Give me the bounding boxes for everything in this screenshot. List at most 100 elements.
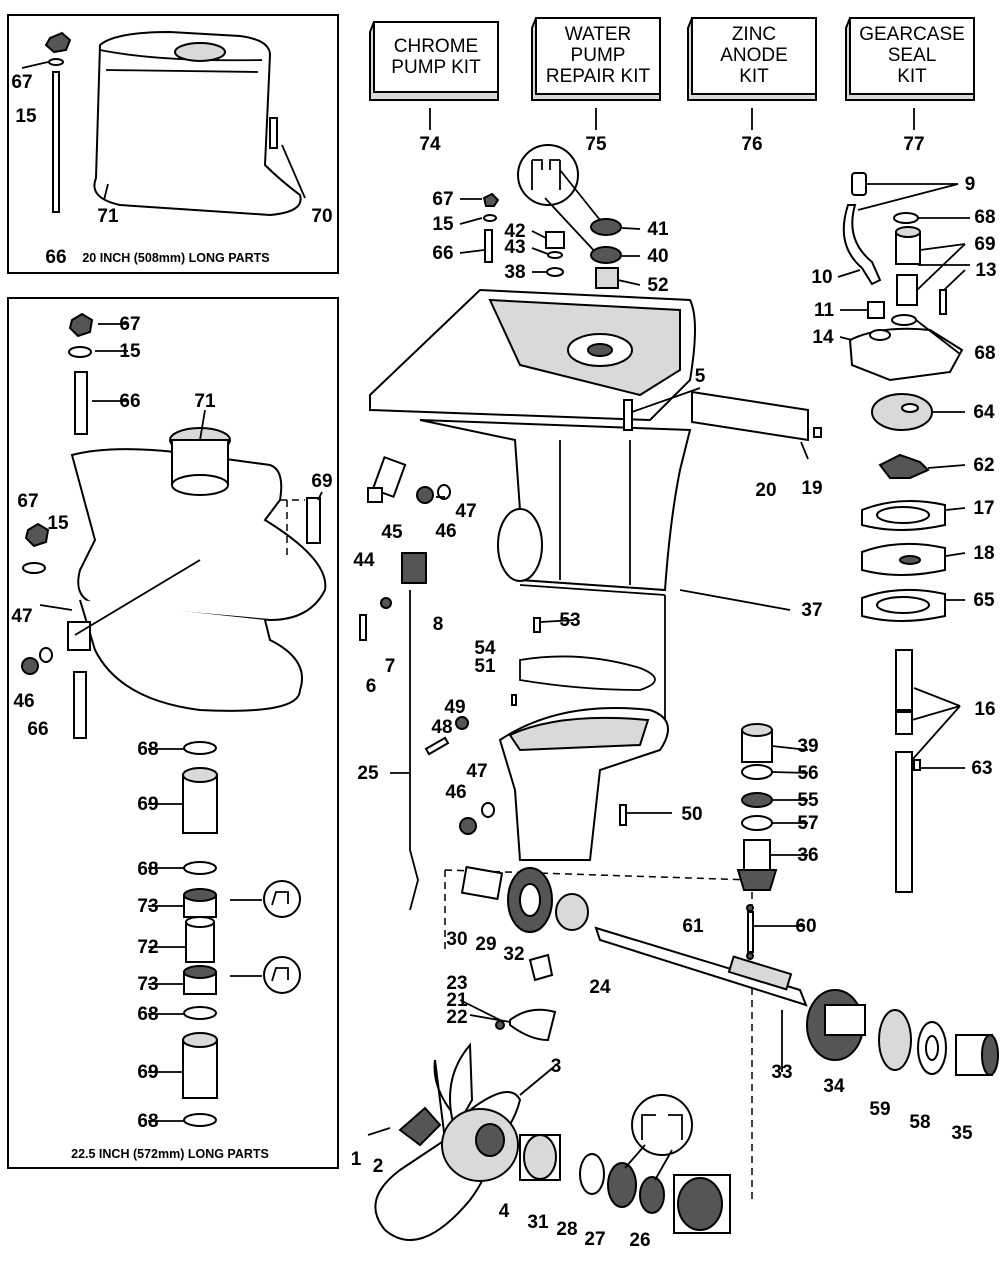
part-42	[545, 231, 565, 249]
callout-bl-15-1: 15	[119, 341, 141, 362]
screw-19	[813, 427, 822, 438]
callout-center-21-41: 21	[446, 990, 468, 1011]
caption-22-5-inch: 22.5 INCH (572mm) LONG PARTS	[71, 1147, 269, 1161]
pinion-36	[743, 839, 771, 871]
callout-bl-71-3: 71	[194, 391, 216, 412]
callout-center-47-15: 47	[455, 501, 476, 522]
driveshaft-16-upper	[895, 649, 913, 711]
leader-line	[519, 1065, 556, 1096]
callout-center-26-55: 26	[629, 1230, 650, 1251]
caption-20-inch: 20 INCH (508mm) LONG PARTS	[82, 251, 269, 265]
callout-center-6-17: 6	[366, 676, 377, 697]
nut-67-bl-side	[24, 522, 50, 548]
impeller-liner-64	[871, 393, 933, 431]
callout-bl-66-9: 66	[27, 719, 48, 740]
callout-center-47-25: 47	[466, 761, 487, 782]
oring-68-b	[183, 861, 217, 875]
kit-number-76: 76	[741, 134, 762, 155]
washer-7	[380, 597, 392, 609]
callout-center-37-20: 37	[801, 600, 822, 621]
leader-line	[837, 269, 861, 278]
housing-flange-tl	[174, 42, 226, 62]
oring-47-c	[437, 484, 451, 500]
callout-right-63-14: 63	[971, 758, 992, 779]
leader-line	[540, 619, 575, 623]
callout-center-50-28: 50	[681, 804, 702, 825]
screw-13	[939, 289, 947, 315]
spring-60	[747, 911, 754, 953]
panel-20-inch	[7, 14, 339, 274]
kit-label-zinc-anode-kit-line-2: ANODE	[720, 45, 788, 66]
leader-line	[631, 387, 701, 413]
callout-right-17-10: 17	[973, 498, 994, 519]
leader-line	[199, 409, 206, 441]
screw-69-bl	[306, 497, 321, 544]
callout-right-13-4: 13	[975, 260, 996, 281]
leader-line	[531, 247, 549, 255]
screw-6	[359, 614, 367, 641]
callout-center-55-31: 55	[797, 790, 819, 811]
nut-67-bl	[68, 312, 94, 338]
leader-line	[945, 507, 966, 511]
driveshaft-16-coupler	[895, 711, 913, 735]
callout-center-22-42: 22	[446, 1007, 467, 1028]
callout-right-11-5: 11	[814, 300, 835, 321]
kit-label-zinc-anode-kit-line-1: ZINC	[732, 24, 776, 45]
clamp-8	[401, 552, 427, 584]
callout-center-59-45: 59	[869, 1099, 890, 1120]
plug-11	[867, 301, 885, 319]
kit-label-water-pump-repair-kit-line-3: REPAIR KIT	[546, 66, 651, 87]
oring-47-d	[481, 802, 495, 818]
callout-bl-66-2: 66	[119, 391, 140, 412]
callout-right-10-3: 10	[811, 267, 832, 288]
callout-right-65-12: 65	[973, 590, 995, 611]
callout-center-52-8: 52	[647, 275, 668, 296]
callout-center-27-54: 27	[584, 1229, 605, 1250]
callout-right-14-6: 14	[812, 327, 834, 348]
impeller-62	[878, 453, 930, 479]
pin-51	[511, 694, 517, 706]
callout-center-61-37: 61	[682, 916, 704, 937]
callout-right-68-7: 68	[974, 343, 995, 364]
callout-center-34-44: 34	[823, 1076, 845, 1097]
washer-56	[741, 764, 773, 780]
lower-unit-assembly	[359, 144, 999, 1241]
callout-center-66-2: 66	[432, 243, 453, 264]
callout-right-68-1: 68	[974, 207, 995, 228]
panel-20-inch-border	[7, 14, 339, 274]
callout-center-46-26: 46	[445, 782, 466, 803]
callout-center-39-29: 39	[797, 736, 818, 757]
callout-center-3-48: 3	[551, 1056, 562, 1077]
callout-center-38-5: 38	[504, 262, 525, 283]
stud-66-bl-bottom	[73, 671, 87, 739]
sleeve-72	[185, 921, 215, 963]
callout-bl-67-5: 67	[17, 491, 38, 512]
kit-label-water-pump-repair-kit-line-2: PUMP	[571, 45, 626, 66]
cotter-pin-1	[367, 1127, 391, 1136]
kit-label-water-pump-repair-kit-line-1: WATER	[565, 24, 632, 45]
tube-10	[842, 204, 882, 286]
plate-20	[691, 390, 809, 442]
washer-15-bl	[68, 346, 92, 358]
leader-line	[469, 1014, 511, 1023]
kit-box-75	[531, 17, 661, 101]
seal-28	[607, 1162, 637, 1208]
lever-21	[509, 1008, 557, 1042]
oring-68-r2	[891, 314, 917, 326]
screw-50	[619, 804, 627, 826]
seal-41	[590, 218, 622, 236]
screw-5	[623, 399, 633, 431]
shift-rod-25	[409, 590, 419, 911]
kit-label-zinc-anode-kit-line-3: KIT	[739, 66, 769, 87]
leader-line	[317, 491, 323, 501]
callout-center-29-35: 29	[475, 934, 496, 955]
callout-bl-46-8: 46	[13, 691, 34, 712]
callout-bl-47-7: 47	[11, 606, 32, 627]
leader-line	[945, 552, 966, 557]
pin-53	[533, 617, 541, 633]
prop-nut-2	[398, 1106, 442, 1147]
stud-66-tl	[52, 71, 60, 213]
kit-label-gearcase-seal-kit-line-1: GEARCASE	[859, 24, 965, 45]
